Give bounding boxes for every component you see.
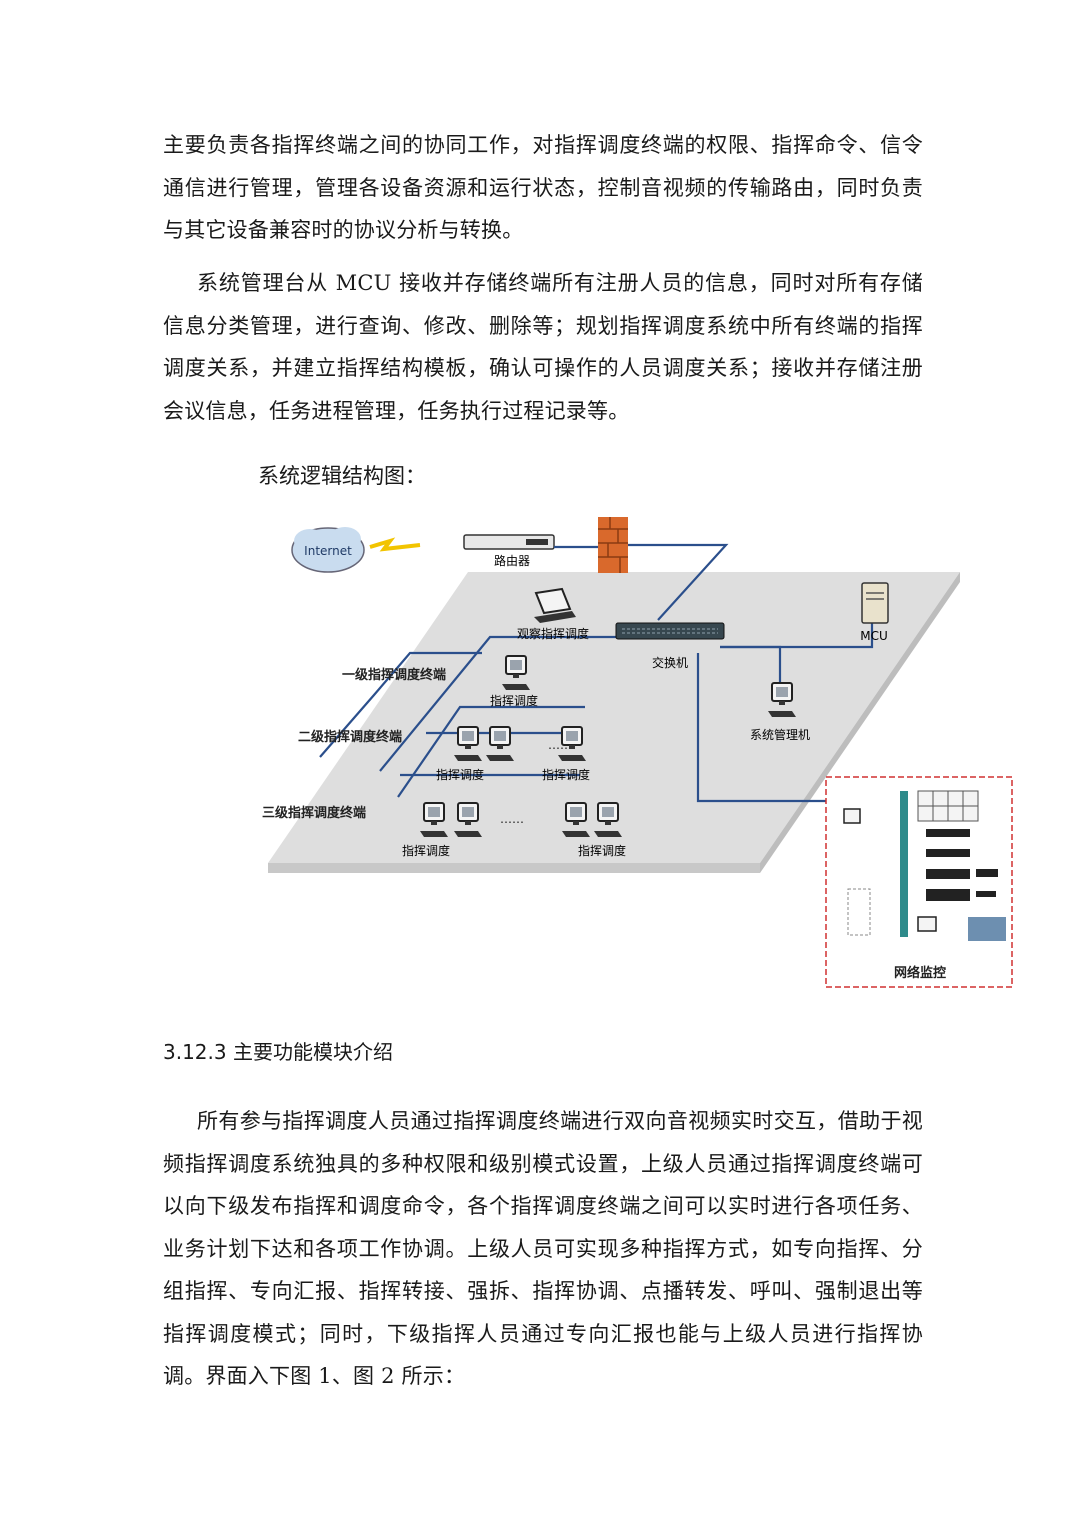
firewall-icon [598,517,628,573]
terminal-label: 指挥调度 [436,767,484,782]
figure-caption: 系统逻辑结构图： [258,464,426,488]
network-links [319,543,874,803]
terminal-label: 指挥调度 [578,843,626,858]
admin-label: 系统管理机 [750,727,810,742]
laptop-icon [534,587,576,623]
terminal-pc-icon [557,726,587,762]
network-monitor-panel: 网络监控 [825,776,1013,988]
terminal-label: 指挥调度 [542,767,590,782]
admin-pc-icon [767,682,797,718]
switch-icon [615,622,725,640]
level2-label: 二级指挥调度终端 [298,729,402,745]
mcu-label: MCU [860,629,888,643]
system-logic-diagram: Internet 路由器 交换机 观察指挥调度 MCU [262,517,1013,988]
paragraph-command-dispatch: 所有参与指挥调度人员通过指挥调度终端进行双向音视频实时交互，借助于视频指挥调度系… [163,1109,923,1388]
internet-cloud-icon: Internet [291,527,365,573]
terminal-label: 指挥调度 [490,693,538,708]
monitor-label: 网络监控 [894,965,946,981]
terminal-pc-icon [593,802,623,838]
paragraph-system-admin: 系统管理台从 MCU 接收并存储终端所有注册人员的信息，同时对所有存储信息分类管… [163,271,923,423]
observer-label: 观察指挥调度 [517,626,589,641]
router-label: 路由器 [494,553,530,568]
terminal-pc-icon [485,726,515,762]
network-platform [268,572,960,863]
terminal-pc-icon [419,802,449,838]
terminal-pc-icon [453,802,483,838]
router-icon [463,534,555,550]
wireless-link-icon [369,537,421,552]
terminal-pc-icon [561,802,591,838]
mcu-server-icon [861,582,889,624]
level3-label: 三级指挥调度终端 [262,805,366,821]
terminal-pc-icon [453,726,483,762]
section-heading: 3.12.3 主要功能模块介绍 [163,1040,393,1064]
switch-label: 交换机 [652,655,688,670]
terminal-label: 指挥调度 [402,843,450,858]
paragraph-protocol-management: 主要负责各指挥终端之间的协同工作，对指挥调度终端的权限、指挥命令、信令通信进行管… [163,133,923,242]
terminal-pc-icon [501,655,531,691]
internet-label: Internet [304,544,352,558]
level1-label: 一级指挥调度终端 [342,667,446,683]
ellipsis: …… [500,812,524,826]
